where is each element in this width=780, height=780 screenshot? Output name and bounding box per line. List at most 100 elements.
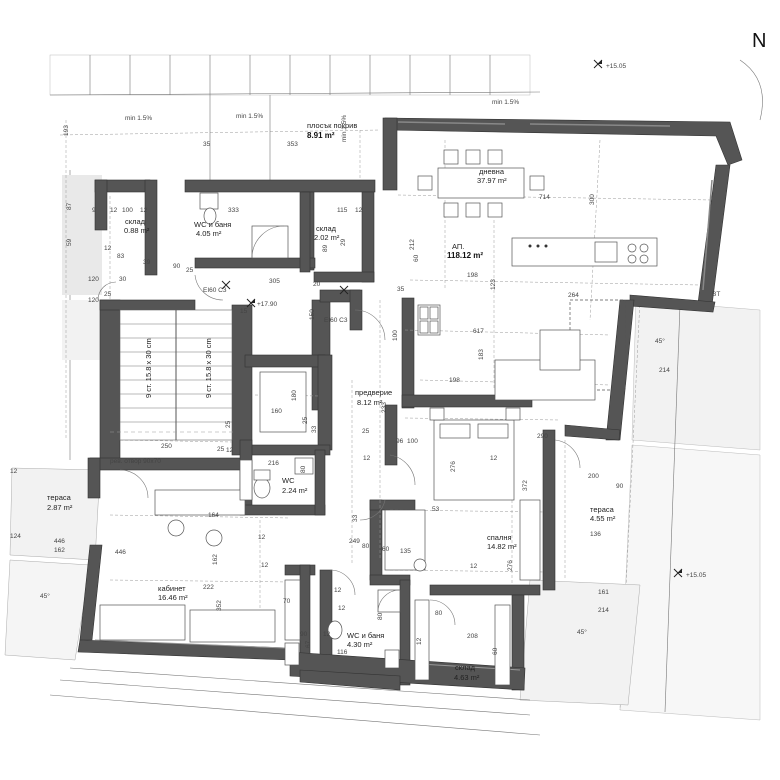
dimension-label: 161 [598,589,609,596]
dimension-label: 12 [110,207,118,214]
angle-label: 45° [40,592,50,600]
dimension-label: 249 [349,538,360,545]
dimension-label: 80 [435,610,443,617]
dimension-label: 60 [492,647,499,655]
dimension-label: 12 [226,447,234,454]
level-marker-icon [339,285,349,295]
slope-label: min 1.5% [492,99,519,106]
dimension-label: 162 [212,554,219,565]
dimension-label: 214 [598,607,609,614]
dimension-label: 60 [382,546,390,553]
room-area: 14.82 m² [487,542,517,551]
dimension-label: 300 [589,194,596,205]
dimension-label: 12 [363,455,371,462]
dimension-label: 212 [409,239,416,250]
slope-label: min 1.5% [236,113,263,120]
door-rating: EI60 C3 [324,317,348,324]
slope-label: min 1.5% [125,115,152,122]
slope-label: min 1.5% [341,115,348,142]
dimension-label: 276 [450,461,457,472]
dimension-label: 12 [10,468,18,475]
tag-label: BT [712,291,720,298]
labels: N +15.05 +15.05 +17.90 плосък покрив 8.9… [40,30,766,682]
dimension-label: 120 [88,276,99,283]
dimension-label: 233 [381,402,388,413]
dimension-label: 80 [362,543,370,550]
dimension-label: 120 [88,297,99,304]
stairs [110,309,235,441]
dimension-label: 87 [66,202,73,210]
room-label: склад [125,217,146,226]
room-label: спалня [487,533,512,542]
dimension-label: 90 [173,263,181,270]
room-label: склад [316,224,337,233]
level-label: +17.90 [257,301,277,308]
dimension-label: 116 [337,649,348,656]
dimension-label: 12 [104,245,112,252]
apartment-area: 118.12 m² [447,251,483,260]
dimension-label: 100 [407,438,418,445]
dimension-label: 12 [416,637,423,645]
dimension-label: 25 [302,416,309,424]
opening-label: рев. отвор 90x70 [110,458,161,465]
stair-label: 9 ст. 15.8 x 30 cm [204,338,213,398]
room-label: предверие [355,388,392,397]
dimension-label: 60 [413,254,420,262]
dimension-label: 198 [467,272,478,279]
dimension-label: 372 [522,480,529,491]
room-area: 4.05 m² [196,229,222,238]
dimension-label: 9 [92,207,96,214]
dimension-label: 25 [362,428,370,435]
dimension-label: 96 [396,438,404,445]
dimension-label: 12 [323,631,331,638]
room-label: WC и баня [347,631,384,640]
dimension-label: 25 [186,267,194,274]
level-label: +15.05 [686,572,706,579]
dimension-label: 617 [473,328,484,335]
level-markers [221,59,683,578]
room-area: 2.02 m² [314,233,340,242]
dimension-label: 136 [590,531,601,538]
room-area: 0.88 m² [124,226,150,235]
dimension-label: 12 [334,587,342,594]
stair-label: 9 ст. 15.8 x 30 cm [144,338,153,398]
dimension-label: 53 [432,506,440,513]
level-label: +15.05 [606,63,626,70]
room-label: тераса [47,493,72,502]
dimension-label: 200 [588,473,599,480]
room-label: склад [455,663,476,672]
dimension-label: 12 [490,455,498,462]
dimension-label: 39 [143,259,151,266]
dimension-label: 198 [449,377,460,384]
door-rating: EI60 C3 [203,287,227,294]
dimension-label: 89 [322,244,329,252]
dimension-label: 714 [539,194,550,201]
dimension-label: 115 [337,207,348,214]
dimension-label: 12 [338,605,346,612]
room-area: 4.63 m² [454,673,480,682]
dimension-label: 446 [54,538,65,545]
dimension-label: 250 [161,443,172,450]
dimension-label: 25 [225,420,232,428]
dimension-label: 100 [392,330,399,341]
dimension-label: 33 [352,514,359,522]
dimension-label: 264 [568,292,579,299]
dimension-label: 67 [305,640,312,648]
room-area: 4.55 m² [590,514,616,523]
room-area: 2.24 m² [282,486,308,495]
dimension-label: 193 [63,125,70,136]
dimension-label: 20 [313,281,321,288]
dimension-label: 276 [507,560,514,571]
level-marker-icon [246,298,256,308]
dimension-label: 446 [115,549,126,556]
dimension-label: 160 [271,408,282,415]
dimension-label: 222 [203,584,214,591]
room-label: тераса [590,505,615,514]
dimension-label: 208 [467,633,478,640]
glazing [94,121,713,671]
north-label: N [752,30,766,52]
apartment-label: АП. [452,242,464,251]
room-label: дневна [479,167,505,176]
